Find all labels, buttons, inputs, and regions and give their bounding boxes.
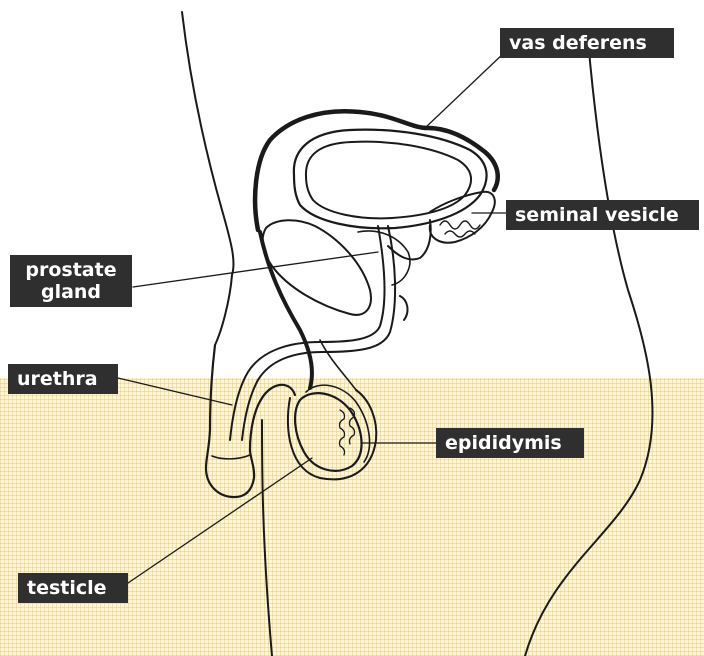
testicle-shape (295, 393, 361, 471)
buttock-outline (215, 275, 232, 345)
leader-testicle (128, 458, 312, 583)
label-vas-deferens-text: vas deferens (509, 32, 665, 54)
leader-urethra (118, 378, 232, 405)
label-testicle: testicle (18, 573, 128, 603)
label-seminal-vesicle-text: seminal vesicle (515, 204, 690, 226)
label-prostate-gland-line1: prostate (19, 259, 123, 281)
label-prostate-gland: prostate gland (10, 255, 132, 307)
label-seminal-vesicle: seminal vesicle (506, 200, 699, 230)
leader-vas-deferens (425, 52, 505, 128)
label-epididymis: epididymis (436, 428, 584, 458)
label-urethra: urethra (8, 364, 118, 394)
scrotum-connector (320, 340, 356, 390)
peritoneum-front (260, 232, 312, 388)
prostate-gland-shape (263, 220, 371, 315)
bladder-inner (306, 142, 471, 219)
label-urethra-text: urethra (17, 368, 109, 390)
perineum-outline (262, 420, 272, 656)
seminal-vesicle-coils (440, 221, 480, 237)
abdomen-outline (525, 40, 652, 656)
label-testicle-text: testicle (27, 577, 119, 599)
leader-prostate-gland (133, 252, 378, 287)
label-vas-deferens: vas deferens (500, 28, 674, 58)
seminal-vesicle-shape (430, 192, 495, 243)
back-outline (182, 12, 234, 275)
label-epididymis-text: epididymis (445, 432, 575, 454)
bladder-outer (294, 130, 487, 229)
glans-line (212, 455, 250, 459)
label-prostate-gland-line2: gland (19, 281, 123, 303)
urethra-line-outer (230, 226, 384, 440)
